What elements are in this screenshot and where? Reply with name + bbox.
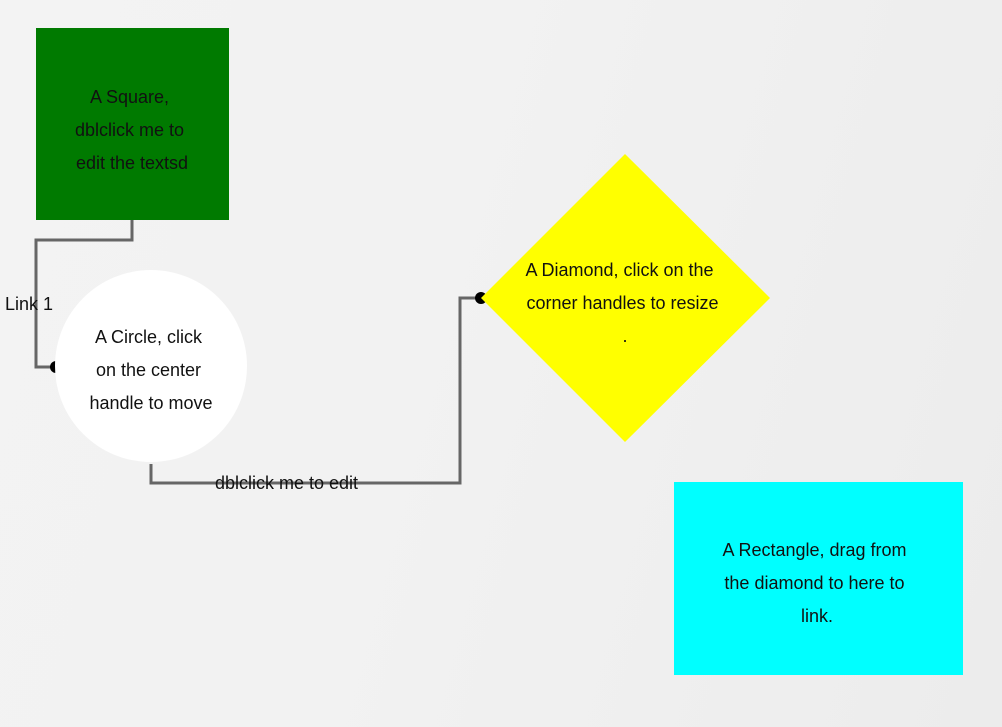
link-1-label[interactable]: Link 1 <box>5 294 53 314</box>
circle-shape[interactable] <box>55 270 247 462</box>
square-node[interactable]: A Square, dblclick me to edit the textsd <box>36 28 229 220</box>
link-1-line[interactable] <box>34 220 134 369</box>
rectangle-shape[interactable] <box>674 482 963 675</box>
diamond-shape[interactable] <box>481 154 770 442</box>
square-label[interactable]: A Square, dblclick me to edit the textsd <box>75 87 189 173</box>
rectangle-label[interactable]: A Rectangle, drag from the diamond to he… <box>722 540 911 626</box>
square-label-line-3: edit the textsd <box>76 153 188 173</box>
circle-label[interactable]: A Circle, click on the center handle to … <box>89 327 212 413</box>
rectangle-label-line-1: A Rectangle, drag from <box>722 540 906 560</box>
rectangle-label-line-3: link. <box>801 606 833 626</box>
diamond-node[interactable]: A Diamond, click on the corner handles t… <box>481 154 770 442</box>
diamond-label[interactable]: A Diamond, click on the corner handles t… <box>525 260 723 346</box>
square-label-line-1: A Square, <box>90 87 169 107</box>
diamond-label-line-1: A Diamond, click on the <box>525 260 713 280</box>
circle-label-line-3: handle to move <box>89 393 212 413</box>
diamond-label-line-2: corner handles to resize <box>526 293 718 313</box>
rectangle-label-line-2: the diamond to here to <box>724 573 904 593</box>
circle-node[interactable]: A Circle, click on the center handle to … <box>55 270 247 462</box>
square-shape[interactable] <box>36 28 229 220</box>
rectangle-node[interactable]: A Rectangle, drag from the diamond to he… <box>674 482 963 675</box>
diamond-label-line-3: . <box>622 326 627 346</box>
link-2-label[interactable]: dblclick me to edit <box>215 473 358 493</box>
link-2-line[interactable] <box>149 296 481 485</box>
circle-label-line-1: A Circle, click <box>95 327 203 347</box>
square-label-line-2: dblclick me to <box>75 120 184 140</box>
circle-label-line-2: on the center <box>96 360 201 380</box>
